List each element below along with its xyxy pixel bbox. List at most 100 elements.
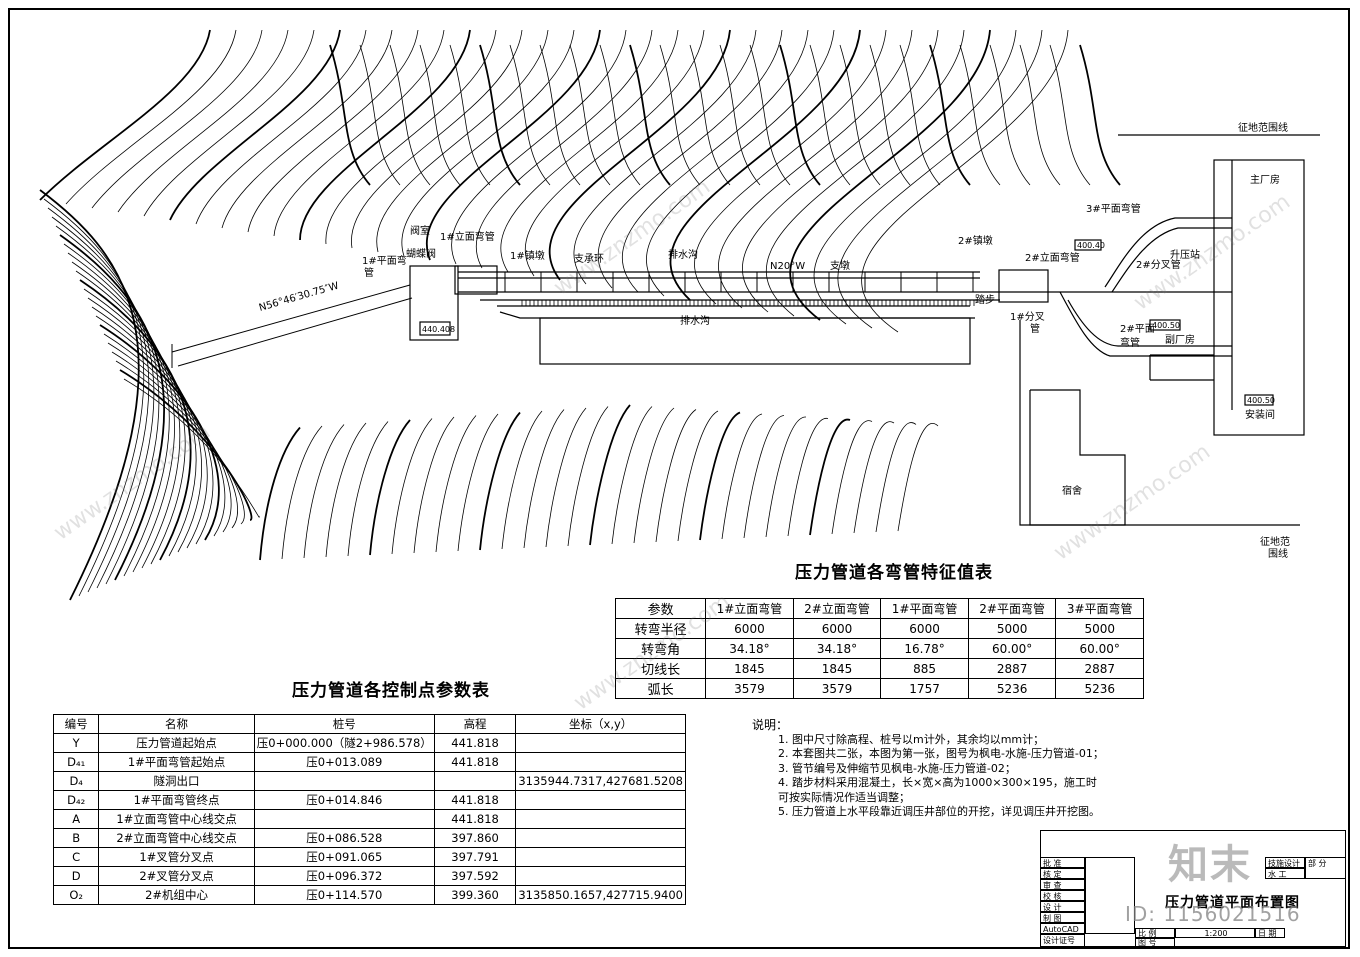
- label-drain-bottom: 排水沟: [680, 314, 710, 327]
- table-row: 转弯角 34.18° 34.18° 16.78° 60.00° 60.00°: [614, 638, 1144, 659]
- title-block-cell: 日 期: [1255, 928, 1285, 938]
- note-line: 可按实际情况作适当调整；: [778, 790, 910, 804]
- contour-line: [809, 44, 851, 186]
- table-cell: 压0+014.846: [253, 790, 435, 810]
- label-fork1b: 管: [1030, 322, 1040, 335]
- table-cell: 1#平面弯管终点: [98, 790, 255, 810]
- table-cell: C: [52, 847, 100, 867]
- table-cell: 3135850.1657,427715.9400: [515, 885, 686, 905]
- contour-line: [325, 29, 497, 245]
- contour-line: [929, 44, 971, 186]
- contour-line: [71, 261, 181, 569]
- contour-line: [539, 44, 581, 186]
- contour-line: [273, 29, 445, 237]
- bend-table-header-row: 参数 1#立面弯管 2#立面弯管 1#平面弯管 2#平面弯管 3#平面弯管: [614, 598, 1144, 619]
- contour-line: [63, 243, 170, 577]
- table-cell: 399.360: [433, 885, 517, 905]
- contour-line: [689, 44, 731, 186]
- powerhouse-buildings: [1019, 134, 1320, 526]
- table-cell: [515, 847, 686, 867]
- pipeline-piers: [504, 272, 974, 292]
- table-cell: 2#叉管分叉点: [98, 866, 255, 886]
- table-cell: 397.860: [433, 828, 517, 848]
- table-cell: 2#机组中心: [98, 885, 255, 905]
- contour-lines: [39, 29, 1121, 601]
- table-cell: [515, 733, 686, 753]
- note-line: 2. 本套图共二张，本图为第一张，图号为枫电-水施-压力管道-01；: [778, 747, 1104, 760]
- label-bend-v1: 1#立面弯管: [440, 230, 495, 243]
- label-support-ring: 支承环: [574, 253, 604, 265]
- table-cell: 1845: [792, 658, 882, 679]
- label-direction: N20°W: [770, 261, 805, 272]
- bend-header-cell: 参数: [614, 598, 707, 619]
- title-block-cell: AutoCAD: [1040, 923, 1085, 934]
- table-cell: 5000: [1055, 618, 1144, 639]
- contour-line: [809, 418, 851, 536]
- label-anchor1: 1#镇墩: [510, 249, 545, 262]
- table-cell: 885: [880, 658, 969, 679]
- contour-line: [347, 421, 389, 557]
- ctrl-header-cell: 桩号: [253, 714, 435, 734]
- table-cell: 34.18°: [792, 638, 882, 659]
- bend-characteristics-table: 参数 1#立面弯管 2#立面弯管 1#平面弯管 2#平面弯管 3#平面弯管 转弯…: [614, 598, 1144, 699]
- note-line: 5. 压力管道上水平段靠近调压井部位的开挖，详见调压井开挖图。: [778, 805, 1100, 818]
- table-cell: 切线长: [614, 658, 707, 679]
- table-cell: 60.00°: [967, 638, 1057, 659]
- label-drain-top: 排水沟: [668, 248, 698, 261]
- contour-line: [195, 29, 367, 225]
- table-cell: [515, 809, 686, 829]
- watermark-logo: 知末: [1168, 842, 1252, 888]
- contour-line: [861, 29, 1069, 333]
- contour-line: [1049, 44, 1091, 186]
- title-block-sign-area: [1085, 857, 1135, 934]
- table-cell: D₄₁: [52, 752, 100, 772]
- table-cell: 转弯半径: [614, 618, 707, 639]
- bend-header-cell: 3#平面弯管: [1055, 598, 1144, 619]
- label-bend-h1: 1#平面弯: [362, 254, 407, 267]
- table-cell: [515, 866, 686, 886]
- label-zhengdi-bottom-2: 围线: [1268, 547, 1288, 560]
- bend-header-cell: 2#平面弯管: [967, 598, 1057, 619]
- contour-line: [369, 419, 411, 556]
- table-cell: 441.818: [433, 809, 517, 829]
- title-block-cell: 设 计: [1040, 901, 1085, 912]
- table-cell: Y: [52, 733, 100, 753]
- title-block-cell: 部 分: [1305, 857, 1346, 879]
- contour-line: [869, 44, 911, 186]
- contour-line: [629, 44, 671, 186]
- bend-header-cell: 1#平面弯管: [880, 598, 969, 619]
- contour-line: [694, 29, 887, 305]
- contour-line: [789, 29, 991, 321]
- table-cell: [253, 809, 435, 829]
- table-row: 切线长 1845 1845 885 2887 2887: [614, 658, 1144, 679]
- contour-line: [247, 29, 419, 233]
- contour-line: [51, 216, 155, 589]
- contour-line: [899, 44, 941, 186]
- table-cell: 压0+086.528: [253, 828, 435, 848]
- label-bearing: N56°46′30.75″W: [258, 281, 340, 314]
- label-bend-v2: 2#立面弯管: [1025, 251, 1080, 264]
- contour-line: [413, 416, 455, 554]
- contour-line: [479, 411, 521, 551]
- table-cell: 5236: [967, 678, 1057, 699]
- label-step: 踏步: [975, 293, 995, 306]
- table-cell: 2887: [967, 658, 1057, 679]
- table-cell: 397.592: [433, 866, 517, 886]
- table-cell: 1757: [880, 678, 969, 699]
- contour-line: [567, 406, 609, 547]
- table-cell: D₄: [52, 771, 100, 791]
- label-bend-h3: 3#平面弯管: [1086, 202, 1141, 215]
- contour-line: [426, 29, 601, 261]
- contour-line: [169, 29, 341, 221]
- title-block-cell: 批 准: [1040, 857, 1085, 868]
- contour-line: [329, 44, 371, 186]
- title-block-cell: 审 查: [1040, 879, 1085, 890]
- table-cell: 压0+096.372: [253, 866, 435, 886]
- contour-line: [633, 407, 675, 544]
- table-cell: D: [52, 866, 100, 886]
- contour-line: [143, 29, 315, 217]
